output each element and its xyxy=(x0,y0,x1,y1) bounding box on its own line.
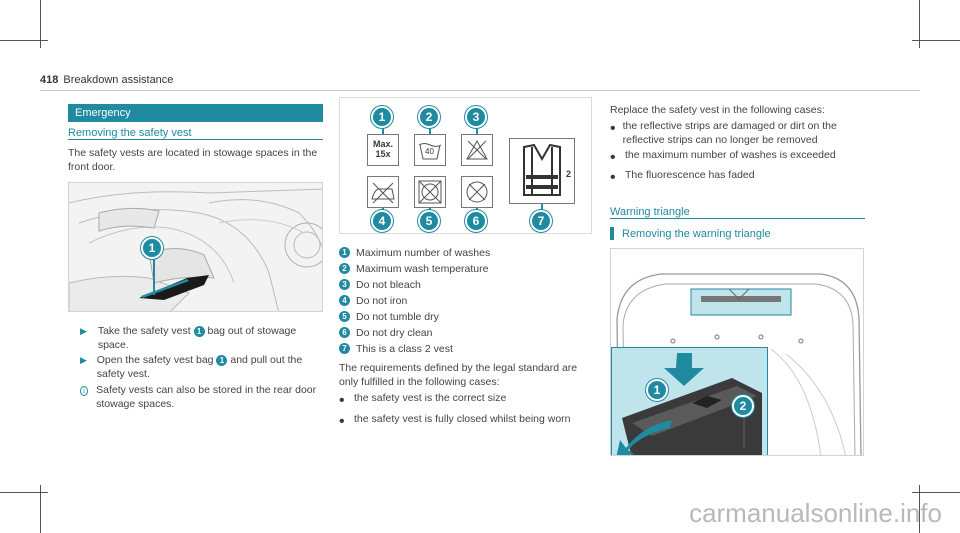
list-item: •the safety vest is fully closed whilst … xyxy=(339,413,571,430)
door-interior-illustration xyxy=(69,183,322,311)
list-item: •the maximum number of washes is exceede… xyxy=(610,149,836,166)
care-label-figure: Max. 15x 40 2 1 2 3 4 5 6 7 xyxy=(339,97,592,234)
section-title-removing-vest: Removing the safety vest xyxy=(68,127,192,139)
replace-intro: Replace the safety vest in the following… xyxy=(610,104,825,116)
emergency-banner: Emergency xyxy=(68,104,323,122)
step-2: ▶ Open the safety vest bag 1 and pull ou… xyxy=(80,354,326,381)
door-stowage-figure: 1 xyxy=(68,182,323,312)
list-item: •the reflective strips are damaged or di… xyxy=(610,120,837,146)
crop-mark xyxy=(912,40,960,41)
trunk-callout-2: 2 xyxy=(732,395,754,417)
crop-mark xyxy=(0,40,48,41)
crop-mark xyxy=(912,492,960,493)
max-wash-symbol: Max. 15x xyxy=(367,134,399,166)
info-note-text: Safety vests can also be stored in the r… xyxy=(96,384,317,410)
step-arrow-icon: ▶ xyxy=(80,355,87,365)
subsection-title: Removing the warning triangle xyxy=(622,227,771,240)
crop-mark xyxy=(40,485,41,533)
list-item: •The fluorescence has faded xyxy=(610,169,755,186)
no-dry-clean-symbol xyxy=(461,176,493,208)
care-callout-5: 5 xyxy=(418,210,440,232)
list-item: •the safety vest is the correct size xyxy=(339,392,507,409)
page-header-title: Breakdown assistance xyxy=(63,74,174,86)
page-number: 418 xyxy=(40,74,59,86)
crop-mark xyxy=(919,485,920,533)
care-callout-1: 1 xyxy=(371,106,393,128)
subsection-heading: Removing the warning triangle xyxy=(610,227,771,240)
inline-callout: 1 xyxy=(193,325,205,337)
care-callout-6: 6 xyxy=(465,210,487,232)
subsection-marker xyxy=(610,227,614,240)
no-bleach-symbol xyxy=(461,134,493,166)
section-title-warning-triangle: Warning triangle xyxy=(610,206,690,218)
callout-leader xyxy=(476,127,478,134)
care-callout-4: 4 xyxy=(371,210,393,232)
watermark: carmanualsonline.info xyxy=(689,498,942,528)
inline-callout: 1 xyxy=(216,354,228,366)
vest-location-text: The safety vests are located in stowage … xyxy=(68,147,318,173)
trunk-illustration xyxy=(616,273,862,455)
callout-1: 1 xyxy=(141,237,163,259)
wash-temp-symbol: 40 xyxy=(414,134,446,166)
section-divider xyxy=(68,139,323,140)
callout-leader xyxy=(541,204,543,214)
care-callout-7: 7 xyxy=(530,210,552,232)
page-header: 418 Breakdown assistance xyxy=(40,74,173,86)
callout-leader xyxy=(382,127,384,134)
step-arrow-icon: ▶ xyxy=(80,326,87,336)
crop-mark xyxy=(919,0,920,48)
step-1-text: Take the safety vest 1 bag out of stowag… xyxy=(97,325,297,351)
replace-list: •the reflective strips are damaged or di… xyxy=(610,120,868,187)
crop-mark xyxy=(0,492,48,493)
info-note: i Safety vests can also be stored in the… xyxy=(80,384,326,411)
requirements-intro: The requirements defined by the legal st… xyxy=(339,362,578,388)
crop-mark xyxy=(40,0,41,48)
trunk-figure: 1 2 xyxy=(610,248,864,456)
step-2-text: Open the safety vest bag 1 and pull out … xyxy=(96,354,303,380)
step-1: ▶ Take the safety vest 1 bag out of stow… xyxy=(80,325,326,352)
section-divider xyxy=(610,218,865,219)
no-tumble-dry-symbol xyxy=(414,176,446,208)
callout-leader xyxy=(153,257,155,295)
class-2-vest-symbol: 2 xyxy=(509,138,575,204)
trunk-callout-1: 1 xyxy=(646,379,668,401)
callout-leader xyxy=(429,127,431,134)
info-icon: i xyxy=(80,386,89,396)
header-divider xyxy=(40,90,920,91)
care-callout-3: 3 xyxy=(465,106,487,128)
no-iron-symbol xyxy=(367,176,399,208)
requirements-list: •the safety vest is the correct size •th… xyxy=(339,392,589,431)
care-callout-2: 2 xyxy=(418,106,440,128)
